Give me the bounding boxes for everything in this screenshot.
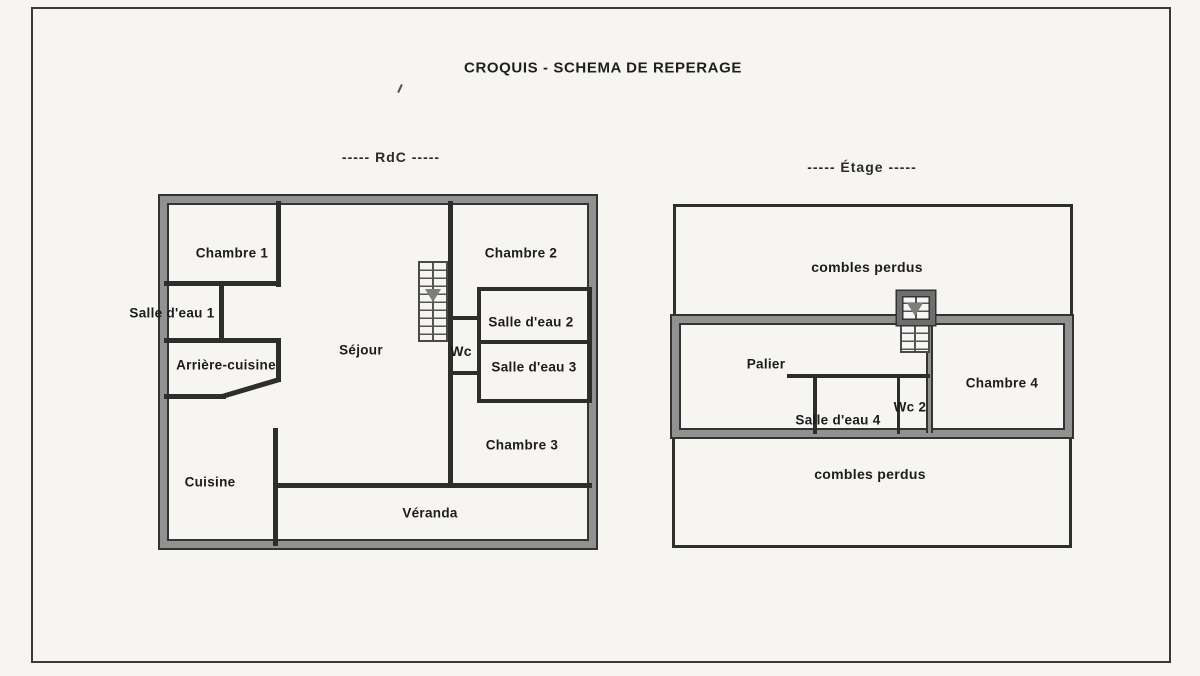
rdc-wall-salle-eau1-right <box>219 284 224 342</box>
rdc-wall-wc-top <box>451 316 481 320</box>
etage-combles-bottom-box <box>672 435 1072 548</box>
rdc-wall-wc-bottom <box>451 371 481 375</box>
page-title: CROQUIS - SCHEMA DE REPERAGE <box>464 59 742 77</box>
rdc-wall-sejour-right <box>448 201 453 488</box>
room-label-salle-eau1: Salle d'eau 1 <box>129 305 215 321</box>
room-label-salle-eau2: Salle d'eau 2 <box>488 314 574 330</box>
room-label-veranda: Véranda <box>402 505 458 521</box>
room-label-salle-eau4: Salle d'eau 4 <box>795 412 881 428</box>
rdc-wall-arriere-cuisine-bottom <box>164 394 226 399</box>
rdc-wall-salle-eau1-bottom <box>164 338 281 343</box>
rdc-wall-arriere-cuisine-right <box>276 340 281 382</box>
etage-staircase-enclosure <box>897 291 935 325</box>
room-label-chambre3: Chambre 3 <box>485 437 559 453</box>
rdc-wall-veranda-top <box>273 483 592 488</box>
etage-staircase-lower <box>900 324 930 353</box>
etage-wall-wc2-left <box>897 374 900 434</box>
etage-wall-salle-eau4-left <box>813 374 817 434</box>
room-label-sejour: Séjour <box>339 342 383 358</box>
stairs-down-arrow-icon <box>425 289 441 302</box>
room-label-combles-bottom: combles perdus <box>814 466 926 482</box>
rdc-caption: ----- RdC ----- <box>341 149 441 165</box>
rdc-wall-chambre1-bottom <box>164 281 281 286</box>
room-label-chambre1: Chambre 1 <box>195 245 269 261</box>
etage-wall-palier-bottom <box>787 374 930 378</box>
page-border <box>31 7 1171 663</box>
room-label-combles-top: combles perdus <box>811 259 923 275</box>
rdc-outer-walls <box>160 196 596 548</box>
room-label-cuisine: Cuisine <box>184 474 236 490</box>
rdc-wall-chambre1-right <box>276 201 281 287</box>
room-label-wc: Wc <box>450 343 472 359</box>
etage-living-band-walls <box>672 316 1072 437</box>
room-label-arriere-cuisine: Arrière-cuisine <box>176 357 276 373</box>
room-label-salle-eau3: Salle d'eau 3 <box>491 359 577 375</box>
rdc-room-salle-eau3-box <box>477 340 592 403</box>
room-label-palier: Palier <box>746 356 786 372</box>
room-label-chambre2: Chambre 2 <box>484 245 558 261</box>
etage-caption: ----- Étage ----- <box>807 159 917 175</box>
room-label-wc2: Wc 2 <box>893 399 927 415</box>
stairs-down-arrow-icon <box>907 303 923 316</box>
room-label-chambre4: Chambre 4 <box>965 375 1039 391</box>
